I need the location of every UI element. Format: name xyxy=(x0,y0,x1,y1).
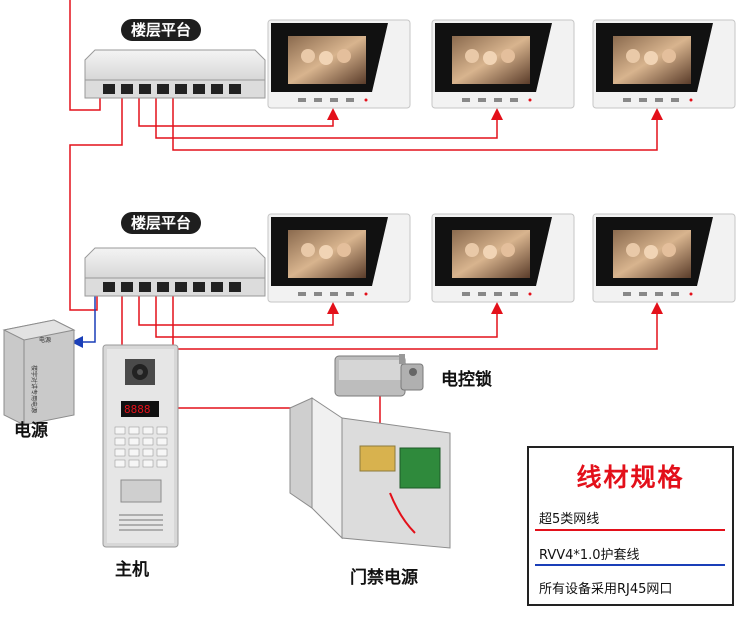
floor-switch-label-bottom: 楼层平台 xyxy=(121,212,202,234)
power-box-text: 楼宇对讲专用电源 xyxy=(30,365,38,413)
legend-rvv-line xyxy=(535,564,725,566)
legend-rj45-text: 所有设备采用RJ45网口 xyxy=(539,582,673,597)
floor-switch-bottom xyxy=(84,247,266,297)
legend-rvv-text: RVV4*1.0护套线 xyxy=(539,548,640,563)
monitor-icon xyxy=(592,19,736,109)
svg-text:8888: 8888 xyxy=(124,403,151,416)
electric-lock-label: 电控锁 xyxy=(441,370,492,390)
power-box-icon: 电源 楼宇对讲专用电源 xyxy=(2,319,76,426)
monitor-icon xyxy=(431,19,575,109)
floor-switch-label-top: 楼层平台 xyxy=(121,19,202,41)
power-box-brand: 电源 xyxy=(39,336,51,344)
legend-cat5-text: 超5类网线 xyxy=(539,512,600,527)
floor-switch-top xyxy=(84,49,266,99)
lock-icon xyxy=(334,354,424,397)
door-station-icon: 8888 xyxy=(102,344,179,548)
monitor-icon xyxy=(267,19,411,109)
monitor-icon xyxy=(267,213,411,303)
legend-cat5-line xyxy=(535,529,725,531)
main-unit-label: 主机 xyxy=(115,560,149,580)
legend-title: 线材规格 xyxy=(576,463,685,492)
cat5-wires xyxy=(69,0,663,455)
access-power-box-icon xyxy=(289,397,451,549)
rvv-wires xyxy=(71,293,96,348)
access-power-label: 门禁电源 xyxy=(350,568,418,588)
legend-box: 线材规格 超5类网线 RVV4*1.0护套线 所有设备采用RJ45网口 xyxy=(527,446,734,606)
monitor-icon xyxy=(431,213,575,303)
power-supply-label: 电源 xyxy=(14,421,48,441)
monitor-icon xyxy=(592,213,736,303)
